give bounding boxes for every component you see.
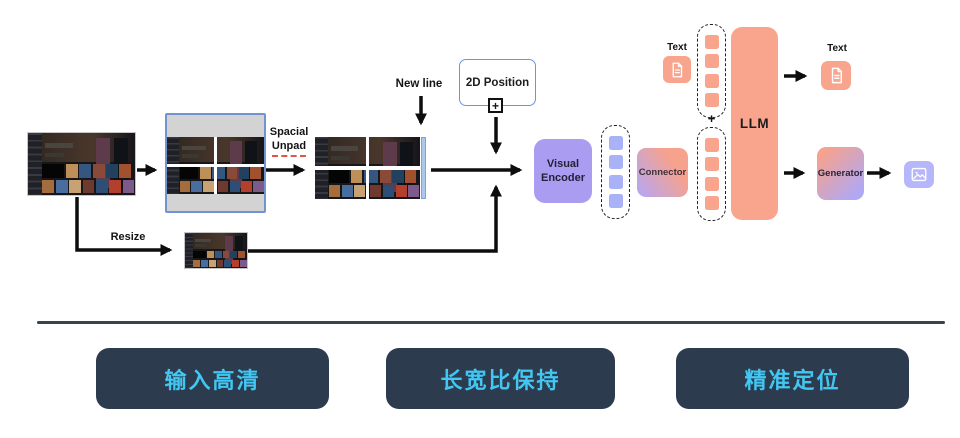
token-square — [704, 35, 719, 50]
website-screenshot-thumbnail — [28, 133, 135, 195]
llm-box: LLM — [731, 27, 778, 220]
new-line-label: New line — [395, 78, 443, 90]
padded-image-box — [165, 113, 266, 213]
token-plus-label: + — [707, 111, 716, 126]
unpad-text: Unpad — [271, 140, 307, 157]
feature-badge-aspect-ratio: 长宽比保持 — [386, 348, 615, 409]
token-square — [704, 195, 719, 210]
image-icon — [904, 161, 934, 188]
resized-image-thumbnail — [185, 233, 247, 268]
token-square — [608, 155, 623, 170]
multimodal-token-stack — [697, 127, 726, 221]
spacial-unpad-label: Spacial Unpad — [256, 126, 322, 157]
image-patch-top-left — [167, 137, 214, 164]
website-screenshot-thumbnail — [369, 137, 420, 166]
feature-badge-precise-grounding: 精准定位 — [676, 348, 909, 409]
unpadded-image-group — [315, 137, 428, 199]
website-screenshot-thumbnail — [217, 167, 264, 194]
token-square — [704, 138, 719, 153]
token-square — [608, 174, 623, 189]
token-square — [704, 73, 719, 88]
visual-token-stack — [601, 125, 630, 219]
generator-box: Generator — [817, 147, 864, 200]
spacial-text: Spacial — [269, 126, 309, 138]
website-screenshot-thumbnail — [167, 167, 214, 194]
arrow-resized-up-join — [248, 184, 502, 253]
token-square — [704, 92, 719, 107]
visual-encoder-box: Visual Encoder — [534, 139, 592, 203]
website-screenshot-thumbnail — [369, 170, 420, 199]
arrow-resize-path — [75, 197, 173, 256]
plus-box-icon: + — [488, 98, 503, 113]
website-screenshot-thumbnail — [167, 137, 214, 164]
visual-encoder-line1: Visual — [546, 157, 580, 170]
section-divider — [37, 321, 945, 324]
unpadded-image-grid — [315, 137, 420, 199]
token-square — [704, 54, 719, 69]
image-patch-top-right — [217, 137, 264, 164]
image-patch-bottom-right — [217, 167, 264, 194]
connector-arrows — [75, 70, 892, 256]
text-input-label: Text — [667, 42, 687, 53]
image-patch-top-right — [369, 137, 420, 166]
text-token-stack — [697, 24, 726, 118]
document-icon — [821, 61, 851, 90]
feature-badge-input-hd: 输入高清 — [96, 348, 329, 409]
input-image-original — [28, 133, 135, 195]
token-square — [608, 136, 623, 151]
connector-box: Connector — [637, 148, 688, 197]
image-patch-bottom-left — [315, 170, 366, 199]
document-icon — [663, 56, 691, 83]
text-output-label: Text — [827, 43, 847, 54]
visual-encoder-line2: Encoder — [540, 172, 585, 184]
image-patch-bottom-right — [369, 170, 420, 199]
resize-label: Resize — [110, 231, 146, 243]
token-square — [704, 176, 719, 191]
image-patch-top-left — [315, 137, 366, 166]
token-square — [608, 193, 623, 208]
padded-image-grid — [167, 137, 264, 194]
newline-token-strip — [421, 137, 426, 199]
token-square — [704, 157, 719, 172]
image-patch-bottom-left — [167, 167, 214, 194]
website-screenshot-thumbnail — [217, 137, 264, 164]
website-screenshot-thumbnail — [315, 137, 366, 166]
website-screenshot-thumbnail — [315, 170, 366, 199]
website-screenshot-thumbnail — [185, 233, 247, 268]
